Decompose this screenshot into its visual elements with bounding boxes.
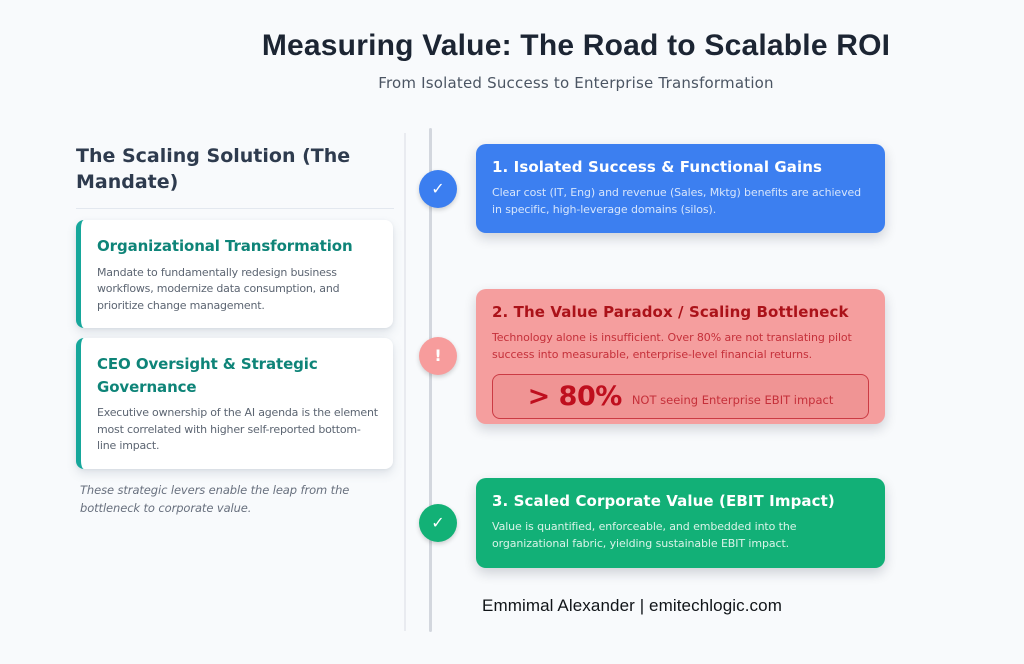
solution-card-ceo-oversight: CEO Oversight & Strategic Governance Exe… <box>76 338 393 469</box>
solution-card-body: Mandate to fundamentally redesign busine… <box>97 265 340 312</box>
check-icon: ✓ <box>431 513 445 532</box>
timeline-badge-step-3: ✓ <box>419 504 457 542</box>
solution-card-body: Executive ownership of the AI agenda is … <box>97 406 378 452</box>
left-panel-heading: The Scaling Solution (The Mandate) <box>76 143 394 210</box>
solution-card-title: CEO Oversight & Strategic Governance <box>97 355 318 396</box>
solution-card-title: Organizational Transformation <box>97 237 353 255</box>
alert-icon: ! <box>434 346 442 365</box>
timeline-badge-step-2: ! <box>419 337 457 375</box>
timeline-card-body: Value is quantified, enforceable, and em… <box>492 520 797 551</box>
timeline-card-title: 1. Isolated Success & Functional Gains <box>492 158 823 176</box>
strategic-levers-note: These strategic levers enable the leap f… <box>80 483 350 516</box>
timeline-card-scaled-corporate-value: 3. Scaled Corporate Value (EBIT Impact) … <box>476 478 885 568</box>
check-icon: ✓ <box>431 179 445 198</box>
timeline-card-title: 2. The Value Paradox / Scaling Bottlenec… <box>492 303 849 321</box>
page-title: Measuring Value: The Road to Scalable RO… <box>261 29 891 62</box>
timeline-card-title: 3. Scaled Corporate Value (EBIT Impact) <box>492 492 835 510</box>
page-header: Measuring Value: The Road to Scalable RO… <box>128 29 1024 92</box>
solution-card-organizational-transformation: Organizational Transformation Mandate to… <box>76 220 393 328</box>
timeline-card-value-paradox: 2. The Value Paradox / Scaling Bottlenec… <box>476 289 885 424</box>
stat-label: NOT seeing Enterprise EBIT impact <box>631 392 834 407</box>
stat-value: > 80% <box>527 381 623 413</box>
timeline-card-isolated-success: 1. Isolated Success & Functional Gains C… <box>476 144 885 233</box>
timeline-spine <box>429 128 432 632</box>
ebit-impact-stat-box: > 80% NOT seeing Enterprise EBIT impact <box>492 374 869 420</box>
footer-credit: Emmimal Alexander | emitechlogic.com <box>482 596 782 615</box>
timeline-card-body: Clear cost (IT, Eng) and revenue (Sales,… <box>492 186 862 217</box>
column-divider-line <box>404 133 406 631</box>
timeline-card-body: Technology alone is insufficient. Over 8… <box>492 331 852 362</box>
timeline-badge-step-1: ✓ <box>419 170 457 208</box>
page-subtitle: From Isolated Success to Enterprise Tran… <box>378 74 774 92</box>
